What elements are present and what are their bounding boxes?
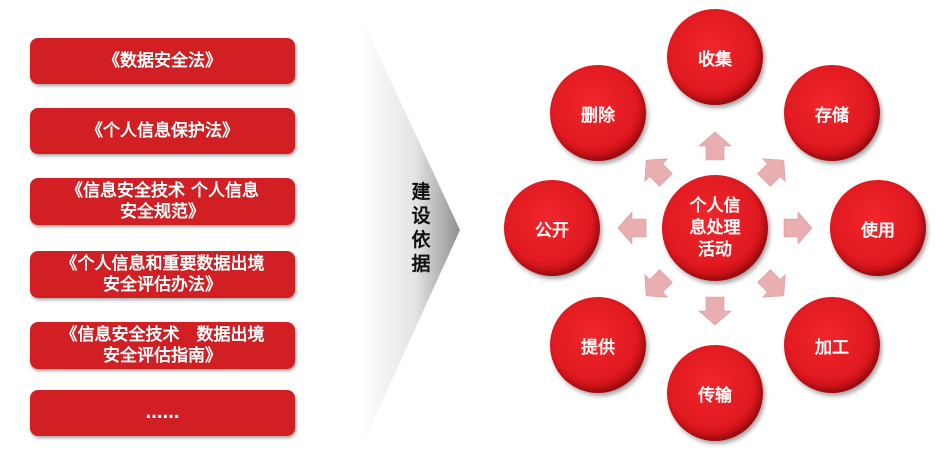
construction-basis-label: 建设依据 <box>411 181 431 275</box>
law-item-more: …… <box>30 390 295 436</box>
node-delete: 删除 <box>550 65 646 161</box>
arrow-down-icon <box>698 296 732 326</box>
arrow-left-icon <box>617 211 647 245</box>
law-item-cross-border-guide: 《信息安全技术 数据出境 安全评估指南》 <box>30 322 295 369</box>
law-item-pi-security-spec: 《信息安全技术 个人信息 安全规范》 <box>30 178 295 225</box>
law-item-data-security: 《数据安全法》 <box>30 38 295 84</box>
arrow-down-left-icon <box>634 264 678 308</box>
arrow-up-right-icon <box>752 148 796 192</box>
center-node-pi-processing: 个人信 息处理 活动 <box>662 175 768 281</box>
chevron-arrow-icon <box>360 15 460 450</box>
node-provide: 提供 <box>550 297 646 393</box>
law-item-pipl: 《个人信息保护法》 <box>30 108 295 154</box>
node-use: 使用 <box>830 180 926 276</box>
law-item-cross-border-measures: 《个人信息和重要数据出境 安全评估办法》 <box>30 251 295 298</box>
node-collect: 收集 <box>667 9 763 105</box>
node-disclose: 公开 <box>504 180 600 276</box>
node-transmit: 传输 <box>667 345 763 441</box>
arrow-up-left-icon <box>634 148 678 192</box>
arrow-down-right-icon <box>752 264 796 308</box>
arrow-up-icon <box>698 131 732 161</box>
node-process: 加工 <box>784 297 880 393</box>
arrow-right-icon <box>783 211 813 245</box>
node-store: 存储 <box>784 65 880 161</box>
